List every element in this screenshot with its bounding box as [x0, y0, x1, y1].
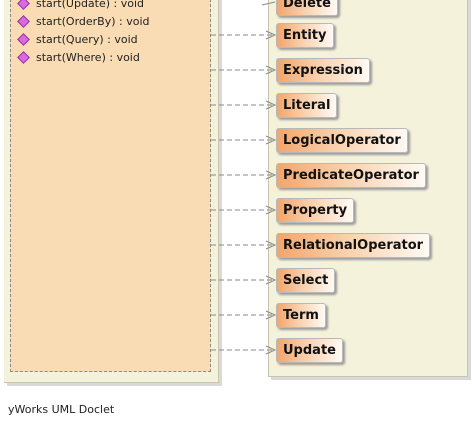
edge-arrowhead [265, 310, 277, 320]
edge-arrowhead [265, 345, 277, 355]
class-node-logicaloperator[interactable]: LogicalOperator [276, 128, 408, 153]
edge-arrowhead [265, 30, 277, 40]
node-label: Expression [283, 63, 363, 78]
class-node-predicateoperator[interactable]: PredicateOperator [276, 163, 426, 188]
class-node-delete[interactable]: Delete [276, 0, 338, 16]
edge-arrowhead [265, 240, 277, 250]
node-label: RelationalOperator [283, 238, 424, 253]
node-label: Literal [283, 98, 331, 113]
node-label: Term [283, 308, 319, 323]
edge-arrowhead [265, 100, 277, 110]
node-label: Property [283, 203, 348, 218]
class-node-select[interactable]: Select [276, 268, 336, 293]
class-node-entity[interactable]: Entity [276, 23, 334, 48]
class-node-expression[interactable]: Expression [276, 58, 370, 83]
method-row: start(Query) : void [17, 31, 138, 47]
node-label: Entity [283, 28, 327, 43]
node-label: Update [283, 343, 336, 358]
node-label: Select [283, 273, 329, 288]
class-box: start(Update) : void start(OrderBy) : vo… [10, 0, 211, 372]
edge-arrowhead [265, 275, 277, 285]
edge-arrowhead [265, 135, 277, 145]
method-row: start(Where) : void [17, 49, 140, 65]
edge-arrowhead [265, 205, 277, 215]
method-label: start(Update) : void [36, 0, 145, 10]
edge-arrowhead [265, 170, 277, 180]
method-row: start(OrderBy) : void [17, 13, 150, 29]
class-node-term[interactable]: Term [276, 303, 326, 328]
edge-line [261, 1, 276, 6]
class-node-property[interactable]: Property [276, 198, 355, 223]
left-package: start(Update) : void start(OrderBy) : vo… [4, 0, 219, 383]
footer-credit: yWorks UML Doclet [8, 403, 115, 416]
method-label: start(Where) : void [36, 50, 140, 64]
method-label: start(Query) : void [36, 32, 138, 46]
node-label: LogicalOperator [283, 133, 401, 148]
node-label: Delete [283, 0, 331, 11]
class-node-literal[interactable]: Literal [276, 93, 338, 118]
class-node-relationaloperator[interactable]: RelationalOperator [276, 233, 431, 258]
method-row: start(Update) : void [17, 0, 145, 11]
node-label: PredicateOperator [283, 168, 419, 183]
class-node-update[interactable]: Update [276, 338, 343, 363]
edge-arrowhead [265, 65, 277, 75]
method-label: start(OrderBy) : void [36, 14, 150, 28]
